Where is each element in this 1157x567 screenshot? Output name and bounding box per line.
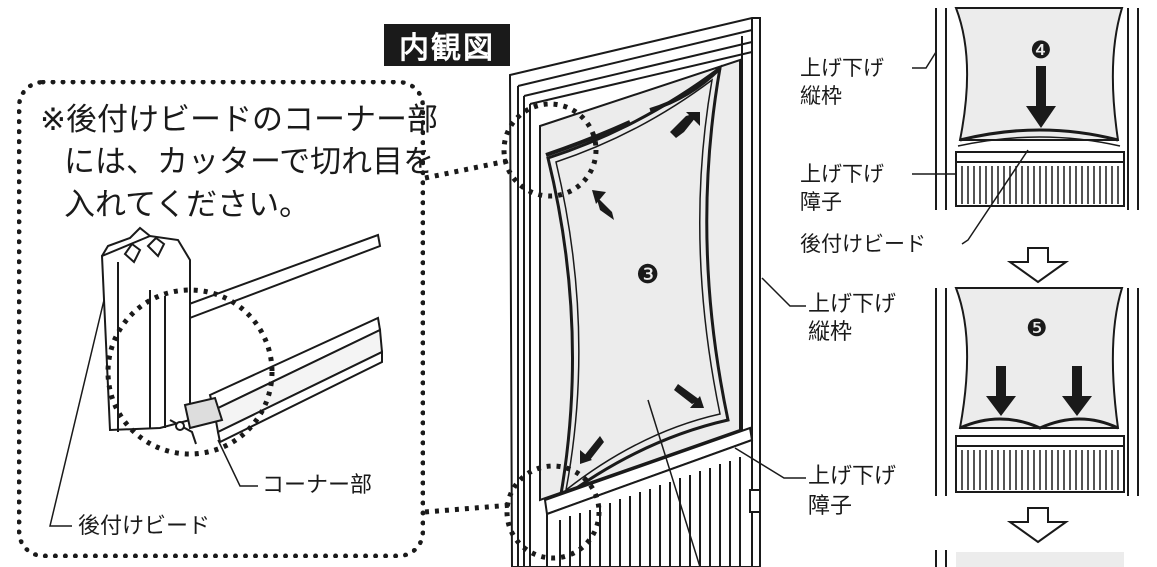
push-arrows-main [580,112,704,464]
right-vertical-frame-label-line2: 縦枠 [800,84,842,108]
hollow-down-arrow-2 [1006,507,1070,544]
corner-detail-illustration [100,226,384,445]
note-line-3: 入れてください。 [64,187,311,223]
step-number-3: ❸ [636,260,660,290]
right-shoji-label-line2: 障子 [800,190,842,214]
right-shoji-label-line1: 上げ下げ [800,162,884,186]
right-bead-label: 後付けビード [800,232,926,256]
main-glass-leader [647,399,701,567]
main-vertical-frame-label-line2: 縦枠 [808,320,853,345]
step4-down-arrow [1026,66,1056,128]
note-line-2: には、カッターで切れ目を [64,144,435,180]
note-line-1: ※後付けビードのコーナー部 [40,102,438,138]
corner-leader-line [217,439,258,487]
bead-label-detail: 後付けビード [78,514,211,539]
step5-shoji-stripes [961,450,1119,490]
window-illustration [508,17,761,567]
main-frame-leader [761,277,806,307]
window-top-corner-circle [501,101,599,199]
step6-panel-partial [935,550,1124,567]
right-bead-leader [961,149,1029,245]
connector-line-bottom [424,502,513,515]
step5-down-arrow-left [986,366,1016,416]
connector-line-top [424,157,513,181]
right-vertical-frame-label-line1: 上げ下げ [800,56,884,80]
step-number-5: ❺ [1026,314,1048,342]
window-bottom-corner-circle [504,463,602,561]
step5-down-arrow-right [1062,366,1092,416]
main-shoji-label-line2: 障子 [808,494,853,519]
main-shoji-leader [734,447,806,479]
corner-zoom-circle [105,287,275,457]
right-frame-leader [912,51,937,69]
hollow-down-arrow-1 [1006,247,1070,284]
step4-shoji-stripes [961,166,1119,204]
corner-note-callout [17,80,425,558]
corner-part-label: コーナー部 [262,473,373,498]
main-shoji-label-line1: 上げ下げ [808,464,897,489]
main-vertical-frame-label-line1: 上げ下げ [808,292,897,317]
step-number-4: ❹ [1030,36,1052,64]
interior-view-title: 内観図 [384,24,510,66]
bead-leader-line [49,299,105,527]
